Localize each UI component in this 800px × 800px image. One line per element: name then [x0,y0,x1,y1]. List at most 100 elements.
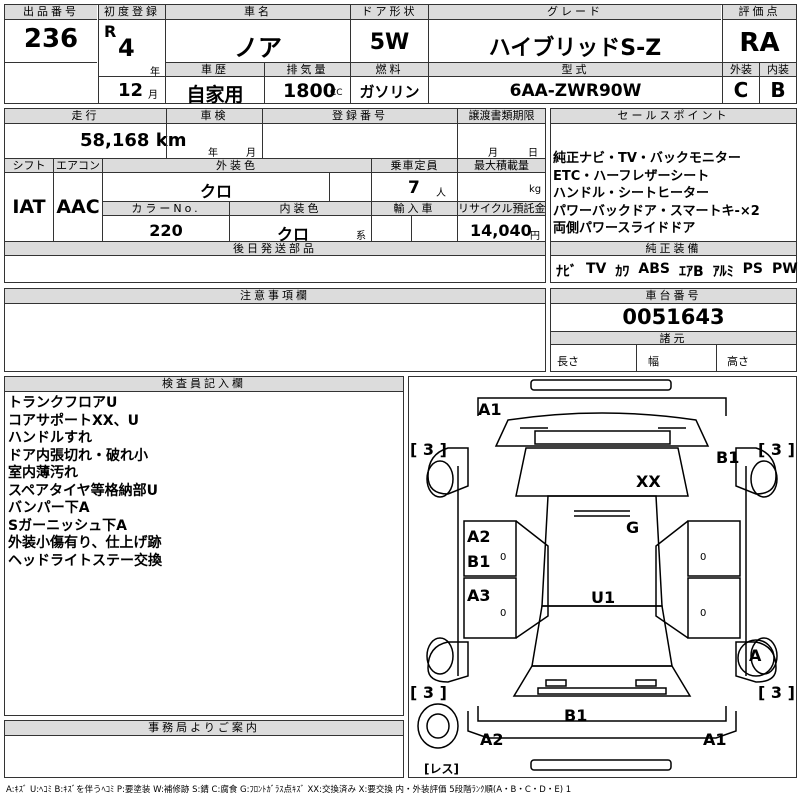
ext-score: C [733,78,749,102]
sales-item: 両側パワースライドドア [553,221,696,236]
car-name-label: 車名 [166,5,350,20]
score: RA [739,28,780,58]
damage-mark: A2 [467,527,491,546]
model-label: 型式 [429,63,722,77]
reg-month: 12 [118,80,144,101]
damage-mark: U1 [591,588,616,607]
seats: 7 [408,178,420,198]
equip-item: ｶﾜ [615,264,630,280]
equip-item: ABS [638,261,670,277]
ac: AAC [56,196,100,218]
spec-label: 諸元 [551,331,796,345]
intcolor-label: 内装色 [230,202,371,216]
damage-mark: A1 [703,730,727,749]
recycle-unit: 円 [530,231,540,242]
inspector-line: ハンドルすれ [8,430,92,446]
model-code: 6AA-ZWR90W [509,81,642,101]
inspector-line: バンパー下A [8,500,90,516]
equip-item: ｴｱB [678,264,704,280]
era: R [104,22,117,41]
color-label: 外装色 [103,159,371,173]
tire-mark-rear-right: [ 3 ] [758,683,795,702]
car-diagram [417,379,778,771]
damage-mark: A2 [480,730,504,749]
tire-mark-front-right: [ 3 ] [758,440,795,459]
handle-mark: 0 [500,552,507,563]
cc-label: 排気量 [265,63,350,77]
equip-label: 純正装備 [551,242,796,256]
interior-color: クロ [276,225,309,244]
inspector-lines: トランクフロアU コアサポートXX、U ハンドルすれ ドア内張切れ・破れ小 室内… [8,395,162,570]
regno-label: 登録番号 [263,109,457,124]
inspection-label: 車検 [167,109,262,124]
door-label: ドア形状 [351,5,428,20]
chassis-label: 車台番号 [551,289,796,304]
load-label: 最大積載量 [458,159,545,173]
grade-label: グレード [429,5,721,20]
car-name: ノア [234,34,282,62]
inspector-line: ドア内張切れ・破れ小 [8,447,148,464]
transfer-month-unit: 月 [488,148,498,159]
handle-mark: 0 [700,552,707,563]
chassis-box [550,288,797,372]
lot-label: 出品番号 [5,5,97,20]
color: クロ [199,182,232,201]
reg-year-unit: 年 [150,67,160,78]
sales-list: 純正ナビ・TV・バックモニター ETC・ハーフレザーシート ハンドル・シートヒー… [553,150,760,238]
sales-item: 純正ナビ・TV・バックモニター [553,151,741,166]
color-number: 220 [149,221,183,240]
inspector-line: ヘッドライトステー交換 [8,552,162,569]
tire-mark-front-left: [ 3 ] [410,440,447,459]
history-label: 車歴 [166,63,264,77]
damage-mark: G [626,518,640,537]
damage-mark: B1 [564,706,588,725]
equip-item: PS [742,261,763,277]
inspector-label: 検査員記入欄 [5,377,403,392]
width-label: 幅 [648,355,659,368]
damage-mark: XX [636,472,661,491]
cc-unit: CC [330,88,343,98]
sales-label: セールスポイント [551,109,796,124]
tire-mark-rear-left: [ 3 ] [410,683,447,702]
lot-number: 236 [23,24,79,54]
load-unit: kg [529,184,542,195]
damage-mark: A3 [467,586,491,605]
handle-mark: 0 [500,608,507,619]
inspector-box [4,376,404,716]
shift-label: シフト [5,159,53,173]
score-label: 評価点 [723,5,796,20]
interior-color-unit: 系 [356,231,366,242]
mileage: 58,168 km [80,130,187,151]
notes-label: 注意事項欄 [5,289,545,304]
damage-mark: A1 [478,400,502,419]
spare-tire-label: [レス] [424,762,459,776]
equip-list: ﾅﾋﾞ TV ｶﾜ ABS ｴｱB ｱﾙﾐ PS PW [556,261,798,281]
first-reg-label: 初度登録 [99,5,165,20]
recycle-label: リサイクル預託金 [458,202,545,216]
ac-label: エアコン [54,159,102,173]
door-type: 5W [369,30,410,55]
shift: IAT [12,196,46,218]
damage-mark: A [749,646,762,665]
inspection-month-unit: 月 [246,148,256,159]
inspector-line: トランクフロアU [8,395,118,411]
mileage-label: 走行 [5,109,166,124]
grade: ハイブリッドS-Z [488,36,662,61]
legend: A:ｷｽﾞ U:ﾍｺﾐ B:ｷｽﾞを伴うﾍｺﾐ P:要塗装 W:補修跡 S:錆 … [6,785,572,795]
inspector-line: コアサポートXX、U [8,412,139,429]
equip-item: PW [772,261,798,277]
reg-year: 4 [118,34,135,62]
equip-item: ﾅﾋﾞ [556,264,577,280]
damage-mark: B1 [716,448,740,467]
inspection-year-unit: 年 [208,148,218,159]
sales-points [550,108,797,283]
top-header [4,4,797,104]
equip-item: ｱﾙﾐ [712,264,734,280]
recycle-fee: 14,040 [470,221,532,240]
int-label: 内装 [760,63,796,77]
sales-item: ETC・ハーフレザーシート [553,168,710,184]
history: 自家用 [186,84,244,106]
later-parts-label: 後日発送部品 [5,242,545,256]
office-label: 事務局よりご案内 [5,721,403,736]
inspector-line: 外装小傷有り、仕上げ跡 [8,535,162,551]
